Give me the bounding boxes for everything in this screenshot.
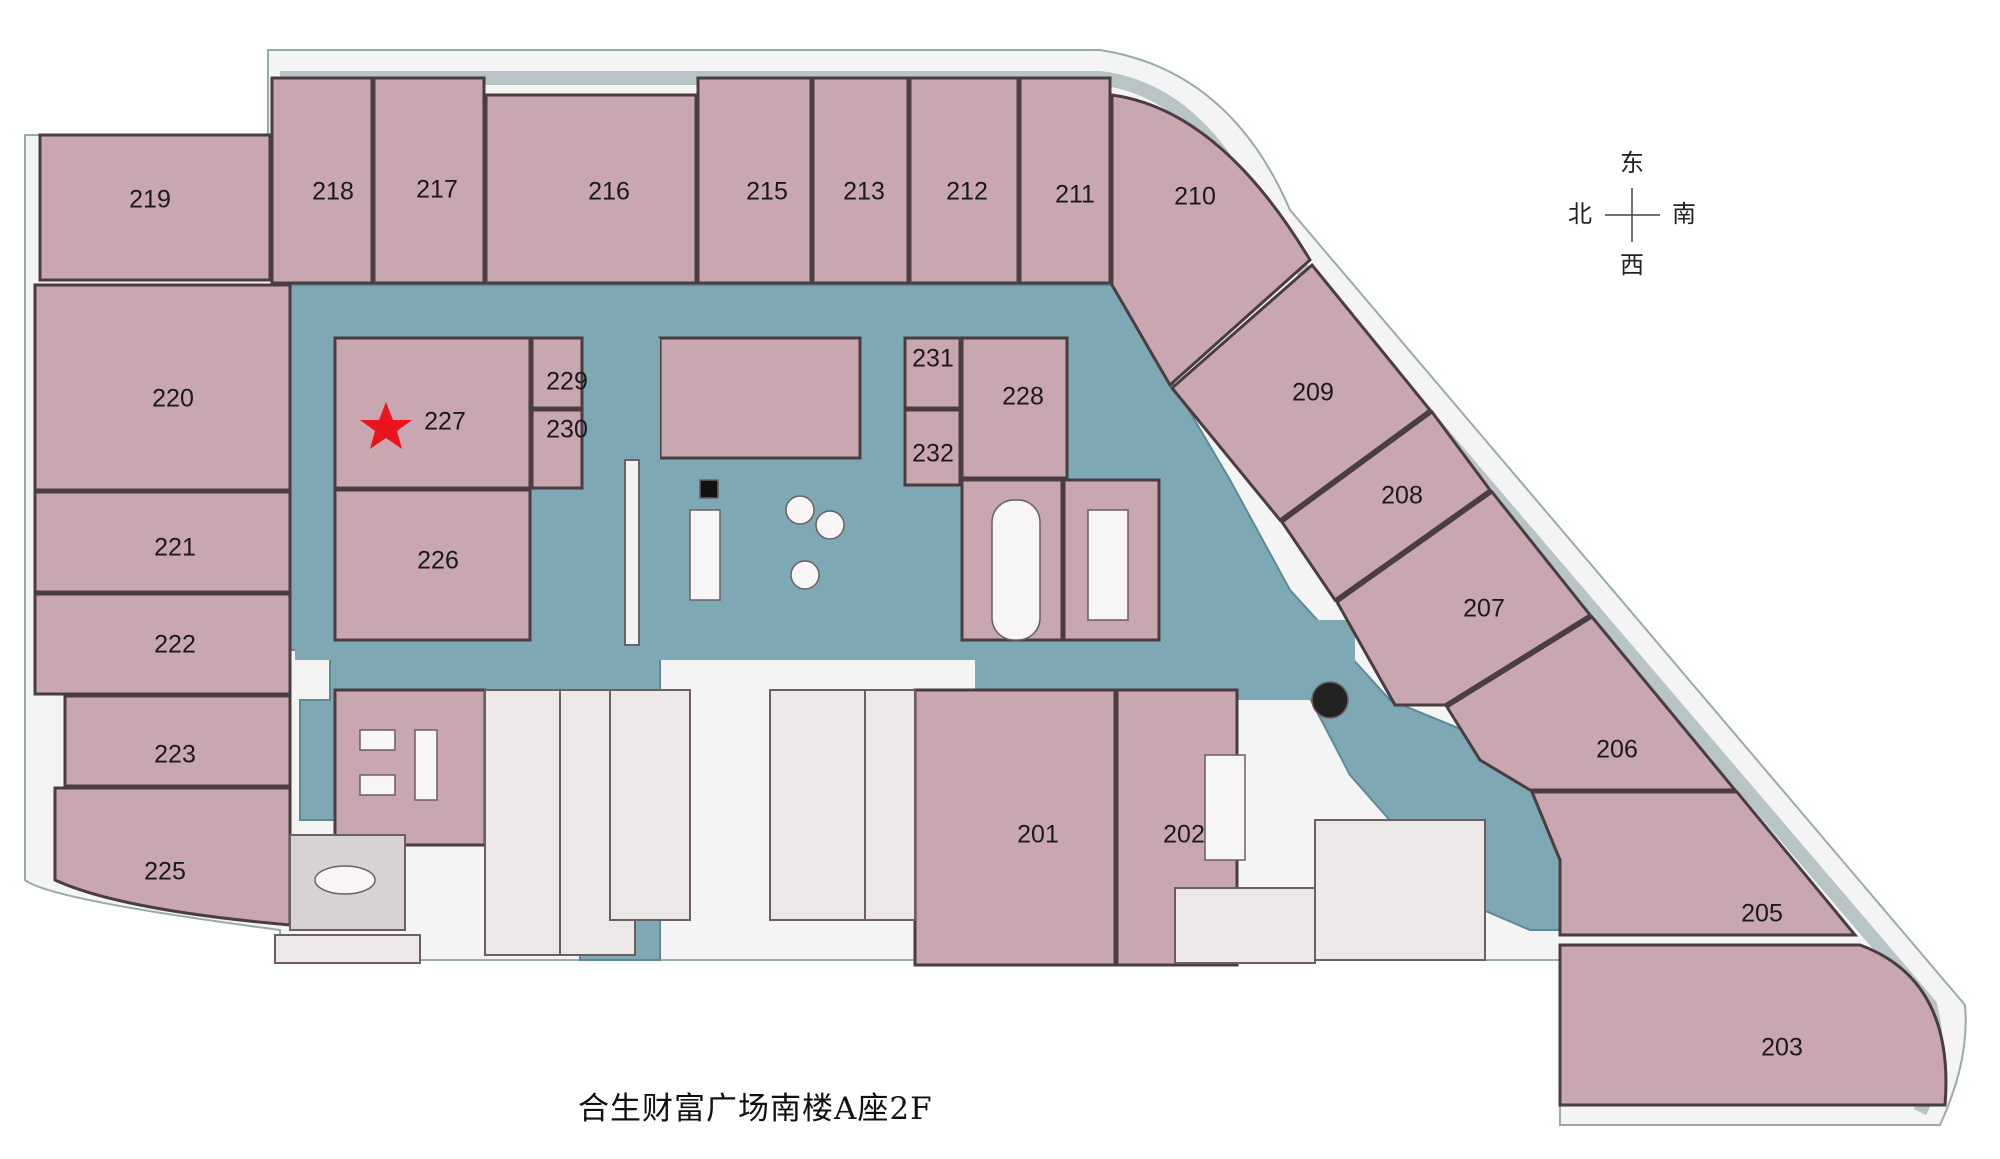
- room-226[interactable]: [333, 488, 532, 642]
- label-201: 201: [1017, 821, 1059, 849]
- label-232: 232: [912, 440, 954, 468]
- compass-east: 东: [1620, 149, 1644, 177]
- room-222[interactable]: [33, 592, 292, 696]
- room-218[interactable]: [270, 76, 374, 285]
- pantry-south: [1314, 819, 1486, 961]
- stair-east: [864, 689, 916, 921]
- room-212[interactable]: [908, 76, 1020, 285]
- room-221[interactable]: [33, 490, 292, 594]
- room-labels: 219 218 217 216 215 213 212 211 210 209 …: [129, 176, 1803, 1062]
- room-220[interactable]: [33, 283, 292, 492]
- label-202: 202: [1163, 821, 1205, 849]
- label-229: 229: [546, 368, 588, 396]
- lounge-area: [585, 338, 660, 638]
- room-207[interactable]: [1335, 489, 1593, 707]
- room-223[interactable]: [63, 694, 292, 788]
- label-227: 227: [424, 408, 466, 436]
- room-211[interactable]: [1018, 76, 1112, 285]
- gym-room[interactable]: [333, 688, 487, 847]
- room-228[interactable]: [960, 336, 1069, 480]
- label-231: 231: [912, 345, 954, 373]
- room-206[interactable]: [1444, 615, 1739, 792]
- room-203[interactable]: [1558, 943, 1948, 1107]
- room-229[interactable]: [530, 336, 584, 410]
- meeting-room-north[interactable]: [658, 336, 862, 460]
- east-offices: [1169, 262, 1948, 1107]
- room-215[interactable]: [696, 76, 813, 285]
- label-222: 222: [154, 631, 196, 659]
- pantry-bar: [624, 459, 640, 646]
- stair-west: [484, 689, 561, 956]
- label-205: 205: [1741, 900, 1783, 928]
- room-201[interactable]: [913, 688, 1117, 967]
- label-211: 211: [1055, 181, 1095, 209]
- label-216: 216: [588, 178, 630, 206]
- room-230[interactable]: [530, 408, 584, 490]
- label-206: 206: [1596, 736, 1638, 764]
- compass-north: 北: [1568, 200, 1592, 228]
- room-225[interactable]: [53, 786, 292, 927]
- room-213[interactable]: [811, 76, 910, 285]
- label-207: 207: [1463, 595, 1505, 623]
- label-230: 230: [546, 416, 588, 444]
- room-208[interactable]: [1279, 409, 1493, 603]
- compass-south: 南: [1672, 200, 1696, 228]
- map-title: 合生财富广场南楼A座2F: [578, 1091, 933, 1127]
- north-offices: [38, 76, 1312, 388]
- elevator-east: [769, 689, 866, 921]
- room-231[interactable]: [903, 336, 962, 410]
- compass: 东 西 北 南: [1568, 149, 1696, 279]
- label-217: 217: [416, 176, 458, 204]
- stair-south: [1174, 887, 1316, 964]
- label-221: 221: [154, 534, 196, 562]
- label-220: 220: [152, 385, 194, 413]
- room-232[interactable]: [903, 408, 962, 487]
- room-216[interactable]: [484, 93, 698, 285]
- elevator-west: [609, 689, 691, 921]
- room-217[interactable]: [372, 76, 486, 285]
- label-219: 219: [129, 186, 171, 214]
- label-223: 223: [154, 741, 196, 769]
- room-205[interactable]: [1529, 790, 1859, 937]
- room-219[interactable]: [38, 133, 272, 282]
- label-208: 208: [1381, 482, 1423, 510]
- label-215: 215: [746, 178, 788, 206]
- label-228: 228: [1002, 383, 1044, 411]
- core-rooms: [333, 336, 1161, 847]
- star-icon: [360, 402, 412, 449]
- label-226: 226: [417, 547, 459, 575]
- room-209[interactable]: [1169, 262, 1433, 523]
- label-209: 209: [1292, 379, 1334, 407]
- label-225: 225: [144, 858, 186, 886]
- room-210[interactable]: [1110, 93, 1312, 388]
- label-203: 203: [1761, 1034, 1803, 1062]
- room-227[interactable]: [333, 336, 532, 490]
- label-210: 210: [1174, 183, 1216, 211]
- label-218: 218: [312, 178, 354, 206]
- label-213: 213: [843, 178, 885, 206]
- service-areas: [274, 338, 1486, 964]
- compass-west: 西: [1620, 251, 1644, 279]
- service-strip: [274, 934, 421, 964]
- furniture: [314, 479, 1349, 895]
- west-offices: [33, 283, 292, 927]
- label-212: 212: [946, 178, 988, 206]
